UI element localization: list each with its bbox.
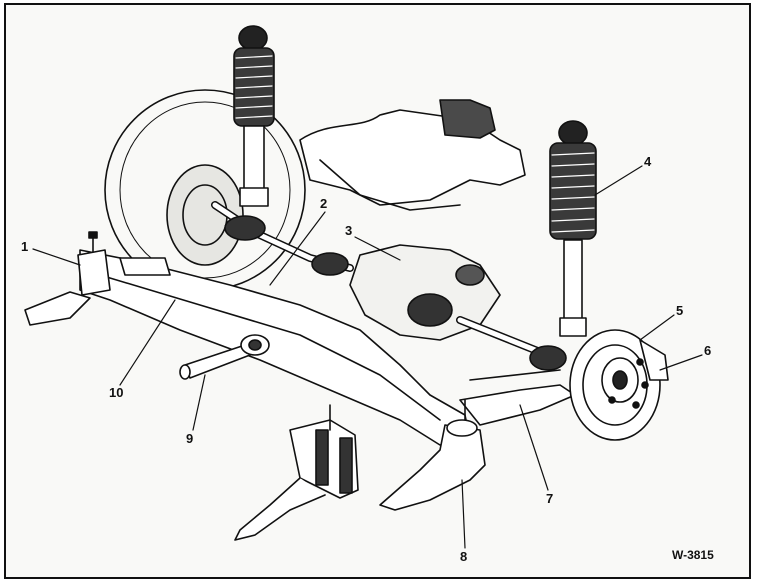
callout-4: 4: [644, 154, 652, 169]
right-coil-spring: [549, 120, 597, 337]
right-driveshaft: [456, 316, 567, 371]
callout-9: 9: [186, 431, 194, 446]
leader-lines: [32, 165, 703, 549]
right-mount: [379, 399, 486, 511]
callout-5: 5: [676, 303, 684, 318]
callout-7: 7: [546, 491, 554, 506]
callout-2: 2: [320, 196, 328, 211]
figure-code: W-3815: [672, 548, 714, 562]
control-arm: [459, 369, 576, 426]
left-driveshaft: [211, 201, 354, 276]
detached-bracket: [234, 404, 359, 541]
differential: [349, 244, 501, 341]
callout-3: 3: [345, 223, 353, 238]
left-coil-spring: [233, 25, 275, 207]
stabilizer-link: [179, 334, 270, 380]
brake-disc-hub: [569, 329, 669, 441]
rear-crossmember-bracket: [299, 99, 526, 211]
callout-10: 10: [109, 385, 124, 400]
callout-1: 1: [21, 239, 29, 254]
callout-6: 6: [704, 343, 712, 358]
left-mount: [24, 231, 111, 326]
callout-8: 8: [460, 549, 468, 564]
